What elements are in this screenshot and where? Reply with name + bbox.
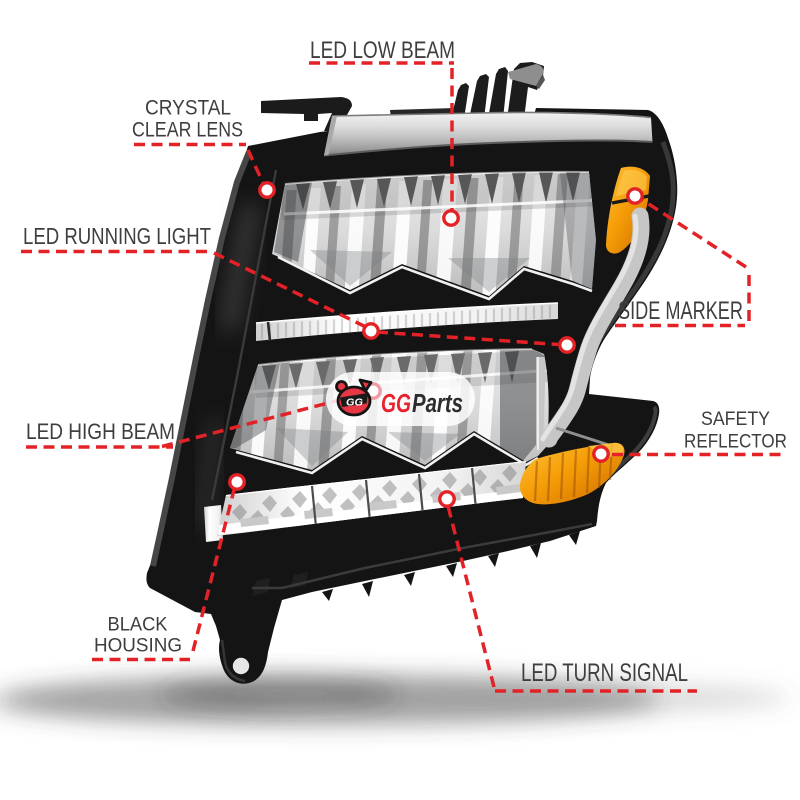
svg-text:LED LOW BEAM: LED LOW BEAM <box>310 37 455 64</box>
svg-text:SIDE MARKER: SIDE MARKER <box>618 297 743 325</box>
svg-text:LED HIGH BEAM: LED HIGH BEAM <box>26 419 175 444</box>
svg-text:REFLECTOR: REFLECTOR <box>684 431 787 453</box>
svg-text:GG: GG <box>381 390 411 418</box>
svg-text:BLACK: BLACK <box>108 614 168 636</box>
svg-text:GG: GG <box>346 398 363 409</box>
svg-text:LED TURN SIGNAL: LED TURN SIGNAL <box>521 659 688 687</box>
svg-text:SAFETY: SAFETY <box>701 408 770 430</box>
svg-text:Parts: Parts <box>412 390 463 418</box>
svg-text:LED RUNNING LIGHT: LED RUNNING LIGHT <box>23 223 211 249</box>
svg-text:CRYSTAL: CRYSTAL <box>145 97 231 120</box>
svg-text:HOUSING: HOUSING <box>94 635 182 657</box>
svg-text:CLEAR LENS: CLEAR LENS <box>132 119 243 142</box>
